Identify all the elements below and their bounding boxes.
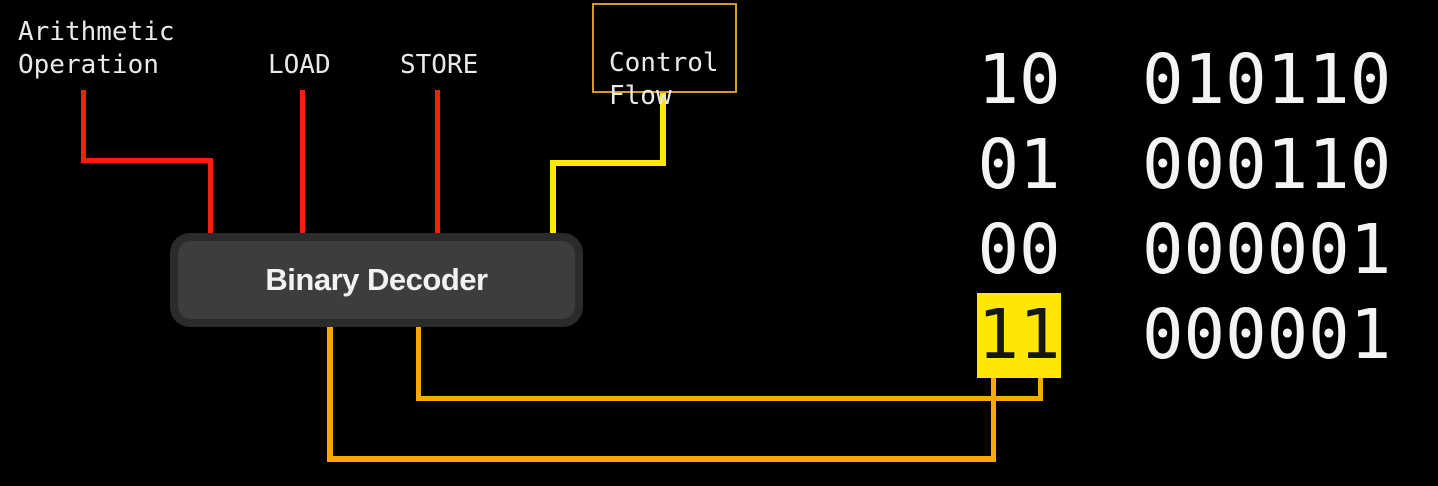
wire-store [435,90,440,238]
encoding-value: 010110 [1142,40,1392,120]
opcode-row: 00 000001 [977,208,1391,293]
arithmetic-operation-label: Arithmetic Operation [18,17,175,80]
wire-output-right-stub [1038,377,1043,401]
opcode-table: 10 010110 01 000110 00 000001 11 000001 [977,38,1391,378]
encoding-value: 000001 [1142,295,1392,375]
opcode-row: 01 000110 [977,123,1391,208]
binary-decoder-box: Binary Decoder [170,233,583,327]
control-flow-box: Control Flow [592,3,737,111]
encoding-value: 000001 [1142,210,1392,290]
store-label: STORE [400,50,479,80]
opcode-value-highlighted: 11 [977,293,1061,378]
opcode-value: 00 [977,210,1061,290]
wire-output-right-horizontal [416,396,1043,401]
wire-arithmetic-vertical [81,90,86,163]
opcode-value: 10 [977,40,1061,120]
encoding-value: 000110 [1142,125,1392,205]
opcode-row-highlighted: 11 000001 [977,293,1391,378]
wire-arithmetic-drop [208,158,213,238]
wire-output-left-horizontal [327,456,996,462]
wire-output-right-vertical [416,327,421,401]
wire-control-flow-vertical [660,93,666,163]
opcode-row: 10 010110 [977,38,1391,123]
load-label: LOAD [268,50,331,80]
wire-output-left-vertical [327,327,333,462]
control-flow-label: Control Flow [609,48,719,111]
wire-control-flow-drop [550,160,556,238]
opcode-value: 01 [977,125,1061,205]
wire-control-flow-horizontal [550,160,666,166]
binary-decoder-label: Binary Decoder [265,262,488,297]
wire-arithmetic-horizontal [81,158,213,163]
wire-load [300,90,305,238]
wire-output-left-stub [991,377,996,462]
binary-decoder-inner: Binary Decoder [178,241,575,319]
